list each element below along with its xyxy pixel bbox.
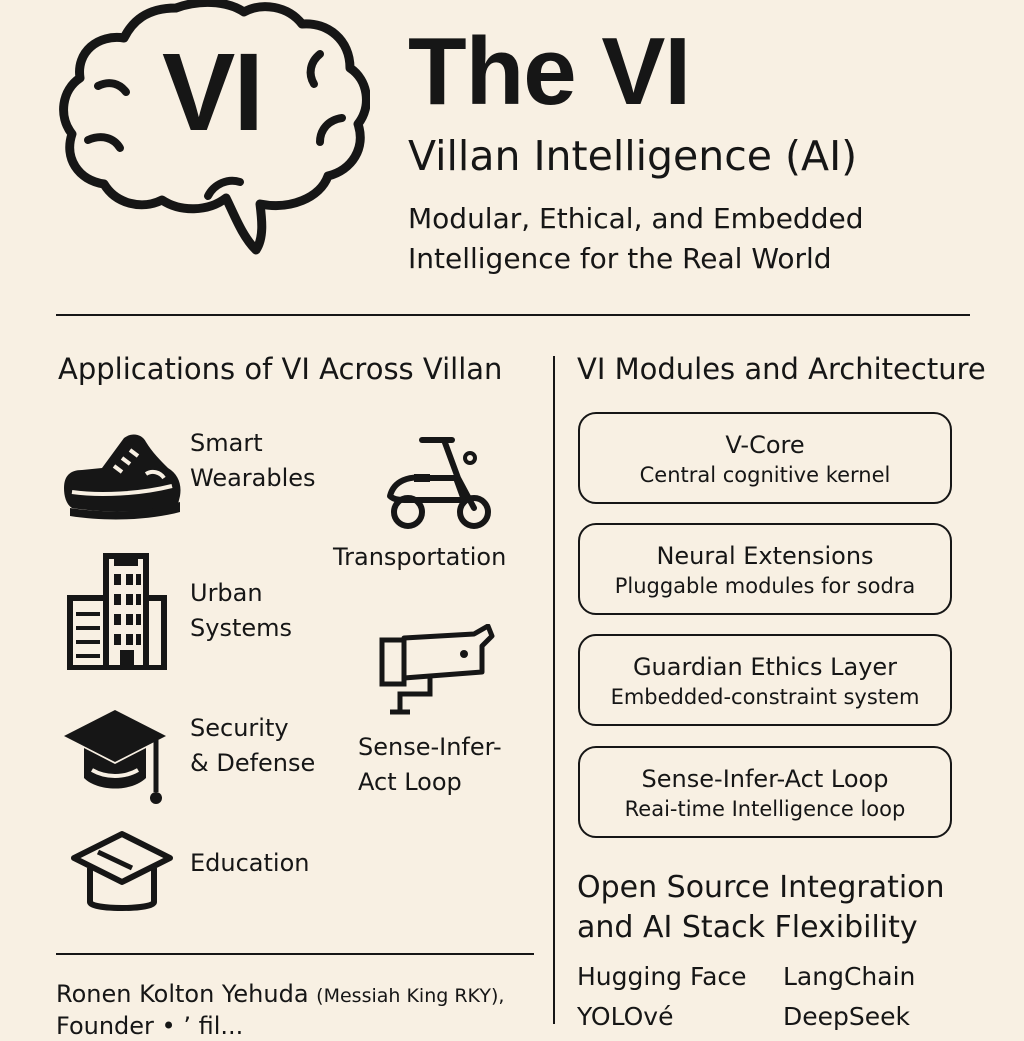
tagline-line: Intelligence for the Real World bbox=[408, 242, 832, 275]
app-label-education: Education bbox=[190, 849, 310, 877]
module-desc: Central cognitive kernel bbox=[639, 463, 891, 487]
module-card-guardian-ethics: Guardian Ethics Layer Embedded-constrain… bbox=[578, 634, 952, 726]
app-label-line: & Defense bbox=[190, 749, 316, 777]
logo-text: VI bbox=[162, 31, 264, 154]
author-credit: Ronen Kolton Yehuda (Messiah King RKY), bbox=[56, 980, 504, 1009]
library-langchain: LangChain bbox=[783, 962, 916, 991]
author-name: Ronen Kolton Yehuda bbox=[56, 980, 309, 1008]
author-role: Founder • ’ fil... bbox=[56, 1012, 244, 1040]
open-source-heading-line: Open Source Integration bbox=[577, 870, 945, 905]
app-label-transportation: Transportation bbox=[333, 543, 507, 571]
module-desc: Reai-time Intelligence loop bbox=[624, 797, 906, 821]
module-name: V-Core bbox=[725, 431, 805, 459]
open-source-heading: Open Source Integration and AI Stack Fle… bbox=[577, 868, 945, 948]
app-label-security-defense: Security & Defense bbox=[190, 711, 315, 781]
app-label-line: Wearables bbox=[190, 464, 316, 492]
library-deepseek: DeepSeek bbox=[783, 1002, 910, 1031]
sneaker-icon bbox=[60, 430, 184, 520]
column-divider bbox=[553, 356, 555, 1024]
tagline: Modular, Ethical, and Embedded Intellige… bbox=[408, 199, 968, 279]
security-camera-icon bbox=[378, 624, 496, 716]
tagline-line: Modular, Ethical, and Embedded bbox=[408, 202, 864, 235]
app-label-line: Systems bbox=[190, 614, 292, 642]
module-name: Guardian Ethics Layer bbox=[632, 653, 898, 681]
open-source-heading-line: and AI Stack Flexibility bbox=[577, 910, 918, 945]
footer-divider bbox=[56, 953, 534, 955]
graduation-cap-outline-icon bbox=[70, 830, 174, 916]
page-subtitle: Villan Intelligence (AI) bbox=[408, 132, 858, 180]
module-desc: Pluggable modules for sodra bbox=[614, 574, 916, 598]
page-title: The VI bbox=[408, 18, 691, 125]
module-card-v-core: V-Core Central cognitive kernel bbox=[578, 412, 952, 504]
author-note: (Messiah King RKY), bbox=[316, 985, 505, 1007]
brain-icon bbox=[59, 0, 371, 255]
module-name: Neural Extensions bbox=[656, 542, 874, 570]
modules-heading: VI Modules and Architecture bbox=[577, 352, 986, 386]
module-desc: Embedded-constraint system bbox=[610, 685, 920, 709]
app-label-line: Act Loop bbox=[358, 768, 462, 796]
applications-heading: Applications of VI Across Villan bbox=[58, 352, 503, 386]
app-label-line: Sense-Infer- bbox=[358, 733, 502, 761]
library-yolo: YOLOvé bbox=[577, 1002, 674, 1031]
graduation-cap-icon bbox=[62, 706, 168, 806]
app-label-line: Urban bbox=[190, 579, 263, 607]
module-card-sense-infer-act: Sense-Infer-Act Loop Reai-time Intellige… bbox=[578, 746, 952, 838]
library-hugging-face: Hugging Face bbox=[577, 962, 747, 991]
module-name: Sense-Infer-Act Loop bbox=[641, 765, 889, 793]
module-card-neural-extensions: Neural Extensions Pluggable modules for … bbox=[578, 523, 952, 615]
app-label-urban-systems: Urban Systems bbox=[190, 576, 292, 646]
app-label-sense-infer-act: Sense-Infer- Act Loop bbox=[358, 730, 502, 800]
header-divider bbox=[56, 314, 970, 316]
app-label-smart-wearables: Smart Wearables bbox=[190, 426, 316, 496]
brain-logo: VI bbox=[58, 0, 371, 258]
app-label-line: Security bbox=[190, 714, 289, 742]
scooter-icon bbox=[386, 434, 494, 532]
app-label-line: Smart bbox=[190, 429, 263, 457]
building-icon bbox=[66, 552, 168, 670]
